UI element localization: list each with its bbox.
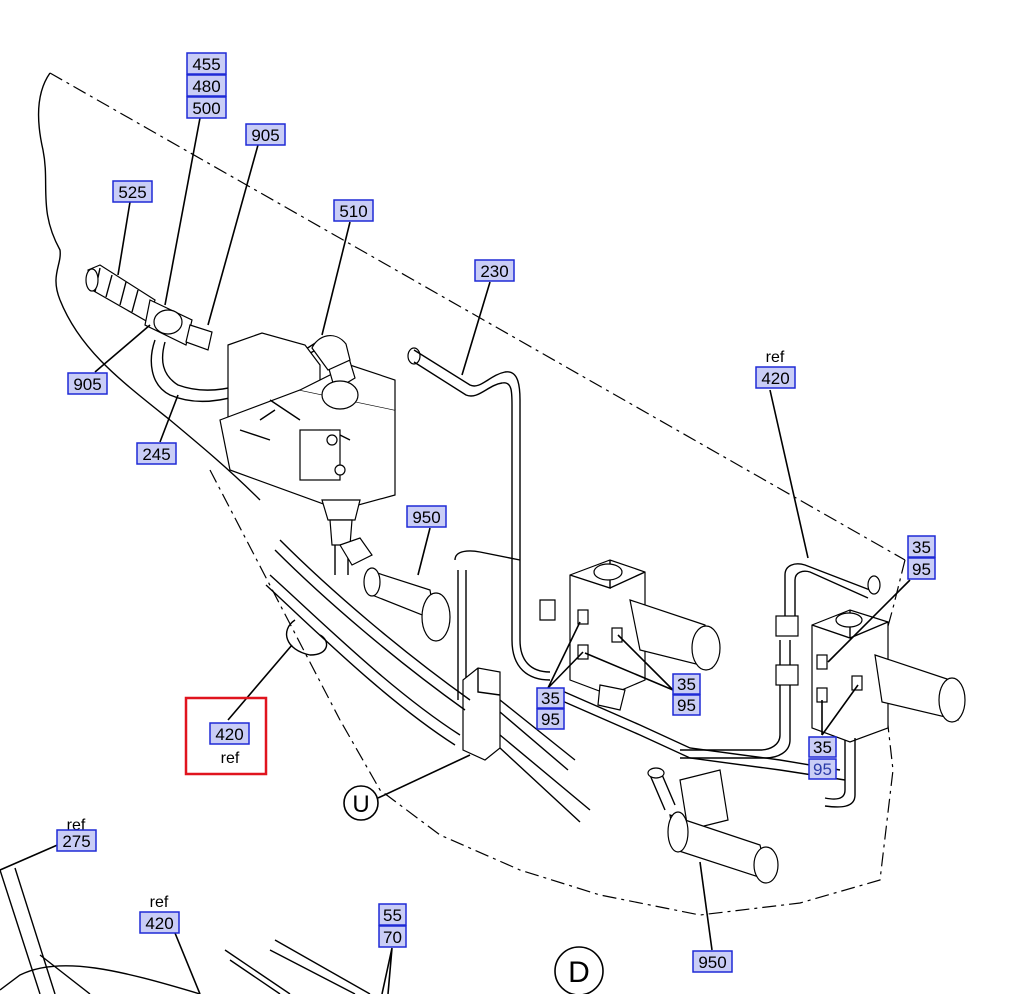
tube-230 <box>407 347 551 681</box>
svg-text:35: 35 <box>813 738 832 757</box>
callout-95-center[interactable]: 95 <box>672 694 701 716</box>
svg-text:95: 95 <box>677 696 696 715</box>
svg-text:70: 70 <box>383 928 402 947</box>
callout-510[interactable]: 510 <box>333 199 374 222</box>
svg-text:35: 35 <box>677 675 696 694</box>
clamp-bracket <box>265 539 591 823</box>
callout-55[interactable]: 55 <box>378 903 407 926</box>
svg-text:245: 245 <box>142 445 170 464</box>
svg-text:230: 230 <box>480 262 508 281</box>
svg-text:420: 420 <box>145 914 173 933</box>
callout-420-bottom[interactable]: 420 <box>139 911 180 934</box>
callout-245[interactable]: 245 <box>136 442 177 465</box>
lower-frame <box>0 867 371 994</box>
callout-35-mid[interactable]: 35 <box>536 687 565 709</box>
svg-text:275: 275 <box>62 832 90 851</box>
svg-text:510: 510 <box>339 202 367 221</box>
callout-950-mid[interactable]: 950 <box>406 505 447 528</box>
svg-text:U: U <box>352 791 369 818</box>
svg-text:D: D <box>568 956 590 989</box>
svg-text:480: 480 <box>192 77 220 96</box>
callout-480[interactable]: 480 <box>186 74 227 97</box>
ref-label-420-right: ref <box>766 349 785 366</box>
valve-block-center <box>539 559 846 781</box>
callout-95-mid[interactable]: 95 <box>536 708 565 730</box>
callout-35-right-bottom[interactable]: 35 <box>808 736 837 758</box>
leader-lines <box>0 117 911 994</box>
callout-950-bottom[interactable]: 950 <box>692 950 733 973</box>
callout-500[interactable]: 500 <box>186 96 227 119</box>
callout-275[interactable]: 275 <box>56 829 97 852</box>
callout-230[interactable]: 230 <box>474 259 515 282</box>
svg-text:95: 95 <box>541 710 560 729</box>
svg-text:500: 500 <box>192 99 220 118</box>
callout-905-left[interactable]: 905 <box>67 372 108 395</box>
ref-label-420-selected: ref <box>221 750 240 767</box>
quick-coupler-assembly <box>85 264 321 402</box>
callout-455[interactable]: 455 <box>186 52 227 75</box>
svg-text:35: 35 <box>912 538 931 557</box>
svg-text:525: 525 <box>118 183 146 202</box>
svg-text:420: 420 <box>761 369 789 388</box>
svg-text:455: 455 <box>192 55 220 74</box>
callout-35-center[interactable]: 35 <box>672 673 701 695</box>
callout-420-right[interactable]: 420 <box>755 366 796 389</box>
svg-text:950: 950 <box>412 508 440 527</box>
callout-525[interactable]: 525 <box>112 180 153 203</box>
svg-text:55: 55 <box>383 906 402 925</box>
svg-text:905: 905 <box>73 375 101 394</box>
callout-420-selected[interactable]: 420 <box>209 722 250 745</box>
valve-block-main <box>219 332 396 575</box>
callout-70[interactable]: 70 <box>378 925 407 948</box>
selection-highlight <box>184 696 268 776</box>
svg-text:950: 950 <box>698 953 726 972</box>
svg-text:905: 905 <box>251 126 279 145</box>
view-marker-d[interactable]: D <box>554 946 604 994</box>
callout-95-right-top[interactable]: 95 <box>907 557 936 580</box>
callout-905-top[interactable]: 905 <box>245 123 286 146</box>
panel-outline <box>37 72 906 916</box>
svg-text:95: 95 <box>912 560 931 579</box>
ref-label-420-bottom: ref <box>150 894 169 911</box>
cylinder-950-bottom <box>647 767 779 884</box>
svg-text:95: 95 <box>813 760 832 779</box>
callout-35-right-top[interactable]: 35 <box>907 535 936 558</box>
svg-text:420: 420 <box>215 725 243 744</box>
view-marker-u[interactable]: U <box>343 785 379 821</box>
callout-95-right-bottom[interactable]: 95 <box>808 758 837 780</box>
svg-text:35: 35 <box>541 689 560 708</box>
valve-block-right <box>680 563 966 808</box>
